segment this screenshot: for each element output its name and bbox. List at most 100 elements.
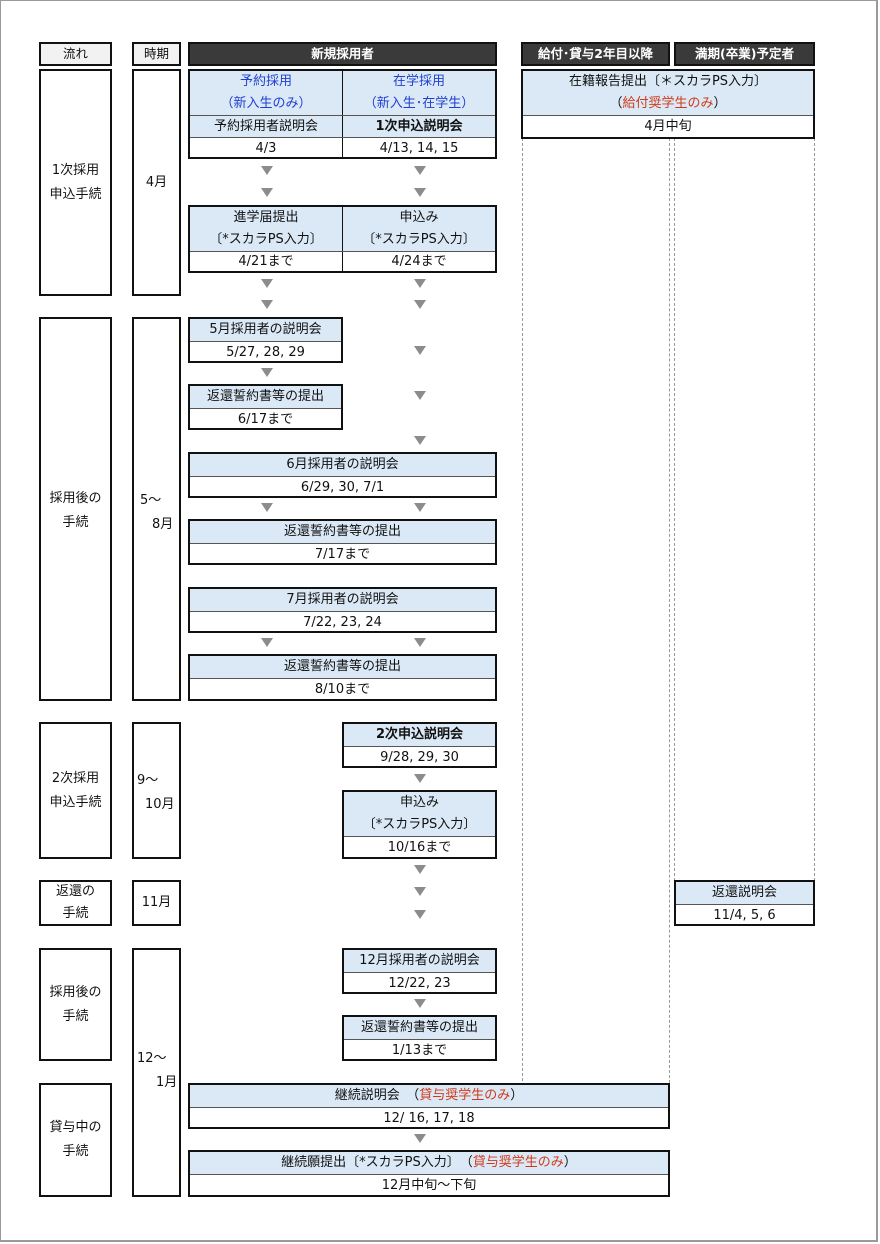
reserve-title: 予約採用 — [239, 74, 292, 89]
reserve-briefing-label: 予約採用者説明会 — [213, 119, 318, 134]
flow-cell-post-hire: 採用後の 手続 — [39, 317, 112, 701]
header-new-hires: 新規採用者 — [188, 42, 497, 66]
apply1-label: 申込み — [399, 210, 439, 225]
flow-label: 採用後の — [49, 984, 102, 1000]
period-cell-may-aug: 5～ 8月 — [132, 317, 181, 701]
flow-label: 申込手続 — [49, 794, 102, 810]
repayment-briefing-label: 返還説明会 — [676, 882, 813, 905]
advancement-label: 進学届提出 — [233, 210, 299, 225]
continuation-request-label: 継続願提出〔*スカラPS入力〕 — [281, 1155, 467, 1170]
flow-label: 手続 — [62, 906, 89, 921]
july-briefing-label: 7月採用者の説明会 — [190, 589, 495, 612]
box-july-briefing: 7月採用者の説明会 7/22, 23, 24 — [188, 587, 497, 633]
period-label: 9～ — [137, 773, 159, 788]
enrollment-report-label: 在籍報告提出〔＊スカラPS入力〕 — [568, 74, 768, 89]
down-arrow-icon — [261, 166, 273, 175]
may-briefing-date: 5/27, 28, 29 — [226, 345, 305, 360]
period-cell-april: 4月 — [132, 69, 181, 296]
period-label: 4月 — [145, 174, 168, 190]
header-second-year: 給付･貸与2年目以降 — [521, 42, 670, 66]
column-guide — [522, 138, 523, 1101]
box-pledge-june: 返還誓約書等の提出 6/17まで — [188, 384, 343, 430]
enrolled-subtitle: （新入生･在学生） — [363, 96, 475, 111]
down-arrow-icon — [261, 279, 273, 288]
loan-only-note: 貸与奨学生のみ — [472, 1155, 564, 1170]
column-guide — [674, 138, 675, 881]
period-label: 12～ — [137, 1051, 167, 1066]
box-pledge-january: 返還誓約書等の提出 1/13まで — [342, 1015, 497, 1061]
down-arrow-icon — [261, 638, 273, 647]
reserve-briefing-date: 4/3 — [255, 141, 277, 156]
box-repayment-briefing: 返還説明会 11/4, 5, 6 — [674, 880, 815, 926]
period-cell-dec-jan: 12～ 1月 — [132, 948, 181, 1197]
continuation-request-date: 12月中旬～下旬 — [381, 1178, 477, 1193]
december-briefing-label: 12月採用者の説明会 — [344, 950, 495, 973]
apply1-heading: 申込み 〔*スカラPS入力〕 — [342, 207, 495, 251]
column-guide — [814, 138, 815, 881]
flow-label: 1次採用 — [51, 162, 100, 178]
header-period: 時期 — [132, 42, 181, 66]
pledge-july-label: 返還誓約書等の提出 — [190, 521, 495, 544]
repayment-briefing-date: 11/4, 5, 6 — [713, 908, 776, 923]
enrolled-title: 在学採用 — [392, 74, 445, 89]
down-arrow-icon — [414, 1134, 426, 1143]
box-continuation-briefing: 継続説明会 （貸与奨学生のみ） 12/ 16, 17, 18 — [188, 1083, 670, 1129]
flow-label: 手続 — [62, 1144, 89, 1159]
enrollment-report-note: （給付奨学生のみ） — [523, 93, 813, 115]
box-submission: 進学届提出 〔*スカラPS入力〕 申込み 〔*スカラPS入力〕 4/21まで 4… — [188, 205, 497, 273]
down-arrow-icon — [414, 279, 426, 288]
second-briefing-date: 9/28, 29, 30 — [380, 750, 459, 765]
header-graduating: 満期(卒業)予定者 — [674, 42, 815, 66]
flow-cell-repayment: 返還の 手続 — [39, 880, 112, 926]
enrolled-heading: 在学採用 （新入生･在学生） — [342, 71, 495, 115]
first-briefing-date: 4/13, 14, 15 — [342, 138, 495, 159]
down-arrow-icon — [414, 503, 426, 512]
flow-label: 返還の — [55, 884, 95, 899]
period-label: 10月 — [145, 797, 175, 812]
period-label: 5～ — [140, 493, 162, 508]
june-briefing-label: 6月採用者の説明会 — [190, 454, 495, 477]
box-continuation-request: 継続願提出〔*スカラPS入力〕 （貸与奨学生のみ） 12月中旬～下旬 — [188, 1150, 670, 1197]
june-briefing-date: 6/29, 30, 7/1 — [300, 480, 385, 495]
second-apply-note: 〔*スカラPS入力〕 — [362, 817, 477, 832]
down-arrow-icon — [414, 999, 426, 1008]
down-arrow-icon — [414, 300, 426, 309]
flow-cell-first-application: 1次採用 申込手続 — [39, 69, 112, 296]
box-second-apply: 申込み 〔*スカラPS入力〕 10/16まで — [342, 790, 497, 859]
pledge-june-label: 返還誓約書等の提出 — [190, 386, 341, 409]
continuation-briefing-date: 12/ 16, 17, 18 — [383, 1111, 475, 1126]
pledge-january-date: 1/13まで — [391, 1043, 448, 1058]
down-arrow-icon — [261, 188, 273, 197]
down-arrow-icon — [414, 638, 426, 647]
july-briefing-date: 7/22, 23, 24 — [303, 615, 382, 630]
box-pledge-august: 返還誓約書等の提出 8/10まで — [188, 654, 497, 701]
second-briefing-label: 2次申込説明会 — [344, 724, 495, 747]
pledge-january-label: 返還誓約書等の提出 — [344, 1017, 495, 1040]
reserve-subtitle: （新入生のみ） — [220, 96, 312, 111]
flow-cell-second-application: 2次採用 申込手続 — [39, 722, 112, 859]
second-apply-heading: 申込み 〔*スカラPS入力〕 — [344, 792, 495, 837]
header-flow: 流れ — [39, 42, 112, 66]
advancement-heading: 進学届提出 〔*スカラPS入力〕 — [190, 207, 342, 251]
second-apply-label: 申込み — [399, 795, 439, 810]
down-arrow-icon — [261, 503, 273, 512]
may-briefing-label: 5月採用者の説明会 — [190, 319, 341, 342]
paren: （ — [466, 1155, 473, 1170]
second-apply-date: 10/16まで — [387, 840, 452, 855]
paren: ） — [713, 96, 727, 111]
flow-label: 採用後の — [49, 491, 102, 506]
down-arrow-icon — [414, 188, 426, 197]
advancement-note: 〔*スカラPS入力〕 — [209, 232, 323, 247]
down-arrow-icon — [414, 166, 426, 175]
flow-cell-post-hire-december: 採用後の 手続 — [39, 948, 112, 1061]
loan-only-note: 貸与奨学生のみ — [419, 1088, 511, 1103]
enrollment-report-heading: 在籍報告提出〔＊スカラPS入力〕 （給付奨学生のみ） — [523, 71, 813, 116]
paren: （ — [412, 1088, 420, 1103]
continuation-briefing-label: 継続説明会 — [334, 1088, 413, 1103]
down-arrow-icon — [414, 865, 426, 874]
paren: ） — [510, 1088, 524, 1103]
box-december-briefing: 12月採用者の説明会 12/22, 23 — [342, 948, 497, 994]
pledge-august-date: 8/10まで — [314, 682, 371, 697]
flow-label: 申込手続 — [49, 186, 102, 202]
